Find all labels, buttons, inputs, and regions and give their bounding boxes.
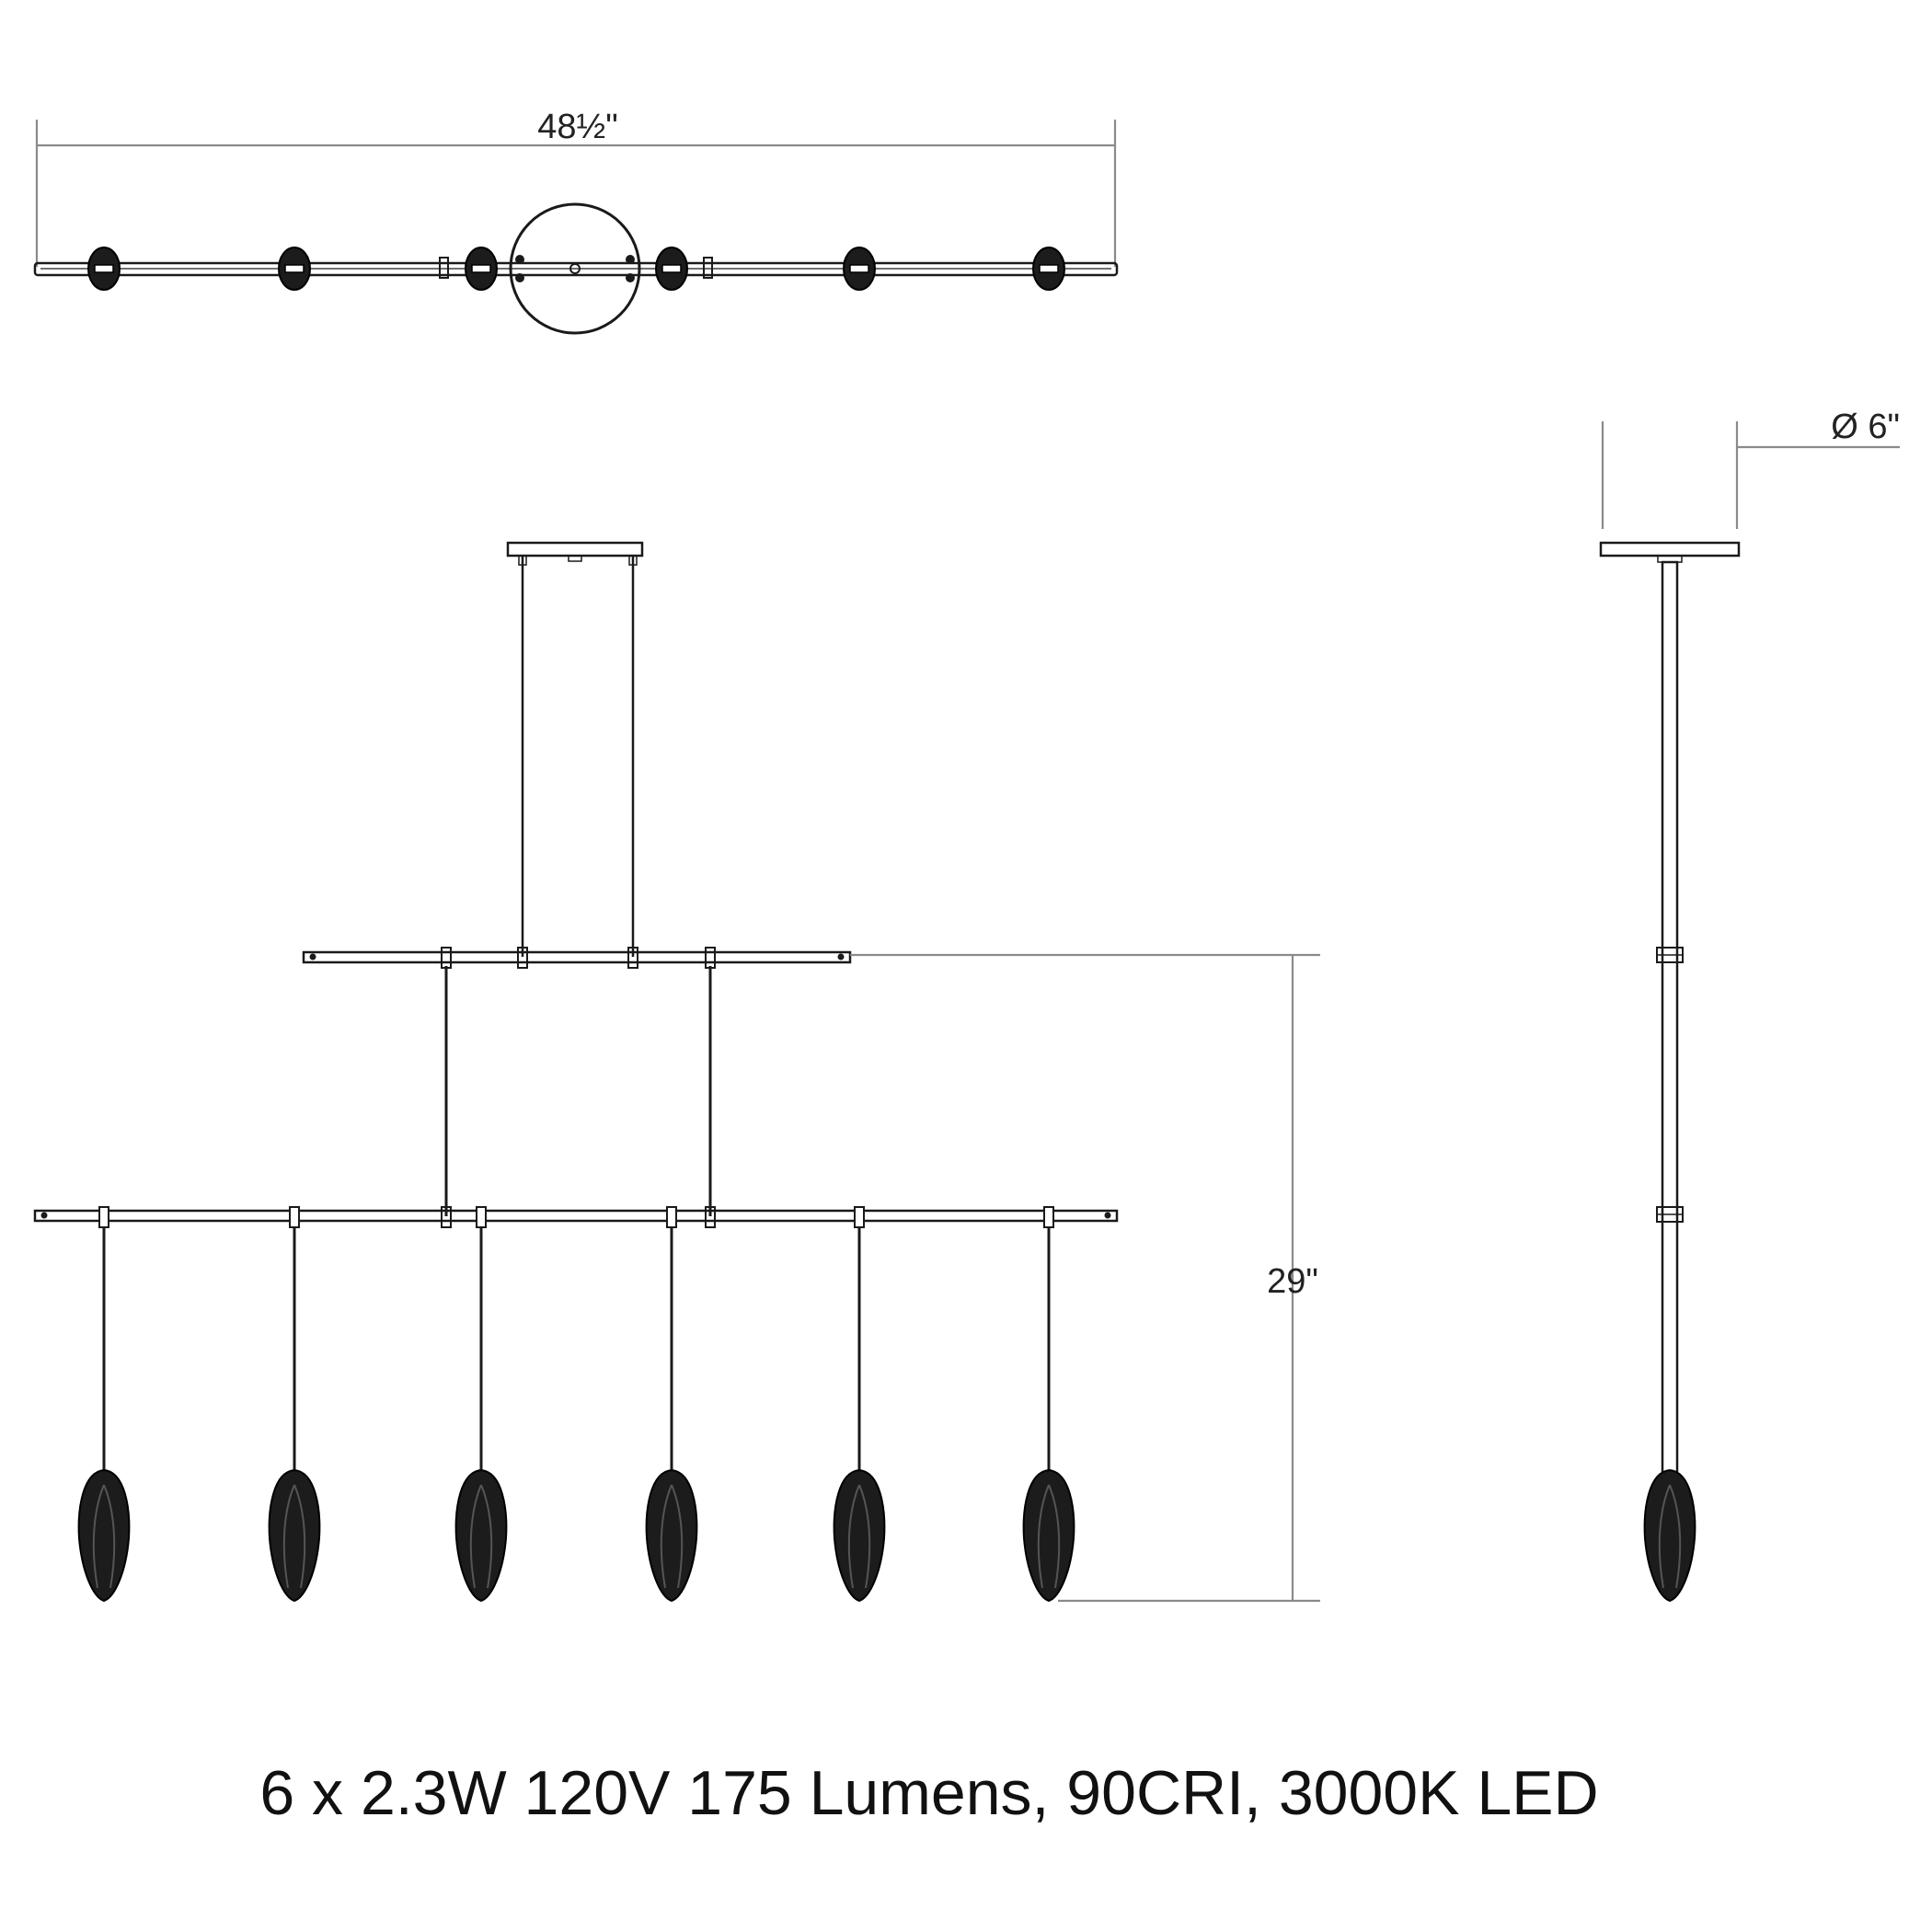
front-pendant-1: [77, 1206, 131, 1603]
front-suspension-cables: [518, 555, 638, 957]
side-canopy: [1599, 541, 1741, 563]
front-pendant-3: [454, 1206, 508, 1603]
top-view-canopy: [509, 202, 641, 335]
width-dimension-label: 48½": [537, 108, 617, 146]
front-connecting-rods: [444, 966, 712, 1216]
front-canopy: [506, 541, 644, 562]
side-stem: [1656, 560, 1684, 1484]
top-view-shade-6: [1032, 247, 1065, 291]
top-view-shade-1: [87, 247, 121, 291]
front-view: 29": [33, 541, 1320, 1603]
top-view-connectors: [439, 257, 713, 279]
side-view: Ø 6": [1599, 408, 1900, 1603]
top-view-shade-5: [843, 247, 876, 291]
front-pendants: [77, 1206, 1075, 1603]
diameter-dimension-label: Ø 6": [1831, 408, 1900, 446]
spec-text: 6 x 2.3W 120V 175 Lumens, 90CRI, 3000K L…: [259, 1758, 1598, 1828]
diameter-dimension: Ø 6": [1601, 408, 1900, 529]
top-view: 48½": [33, 108, 1119, 335]
top-view-bar: [33, 261, 1119, 277]
width-dimension: 48½": [35, 108, 1117, 267]
side-pendant-shade: [1643, 1468, 1696, 1603]
front-pendant-5: [833, 1206, 886, 1603]
top-view-shade-2: [278, 247, 311, 291]
front-pendant-6: [1022, 1206, 1075, 1603]
top-view-shade-4: [655, 247, 688, 291]
front-lower-bar: [33, 1206, 1119, 1228]
height-dimension: 29": [850, 953, 1320, 1603]
top-view-shade-3: [465, 247, 498, 291]
top-view-shades: [87, 247, 1065, 291]
front-pendant-2: [268, 1206, 321, 1603]
front-pendant-4: [645, 1206, 698, 1603]
front-upper-bar: [302, 947, 852, 969]
height-dimension-label: 29": [1267, 1262, 1318, 1301]
